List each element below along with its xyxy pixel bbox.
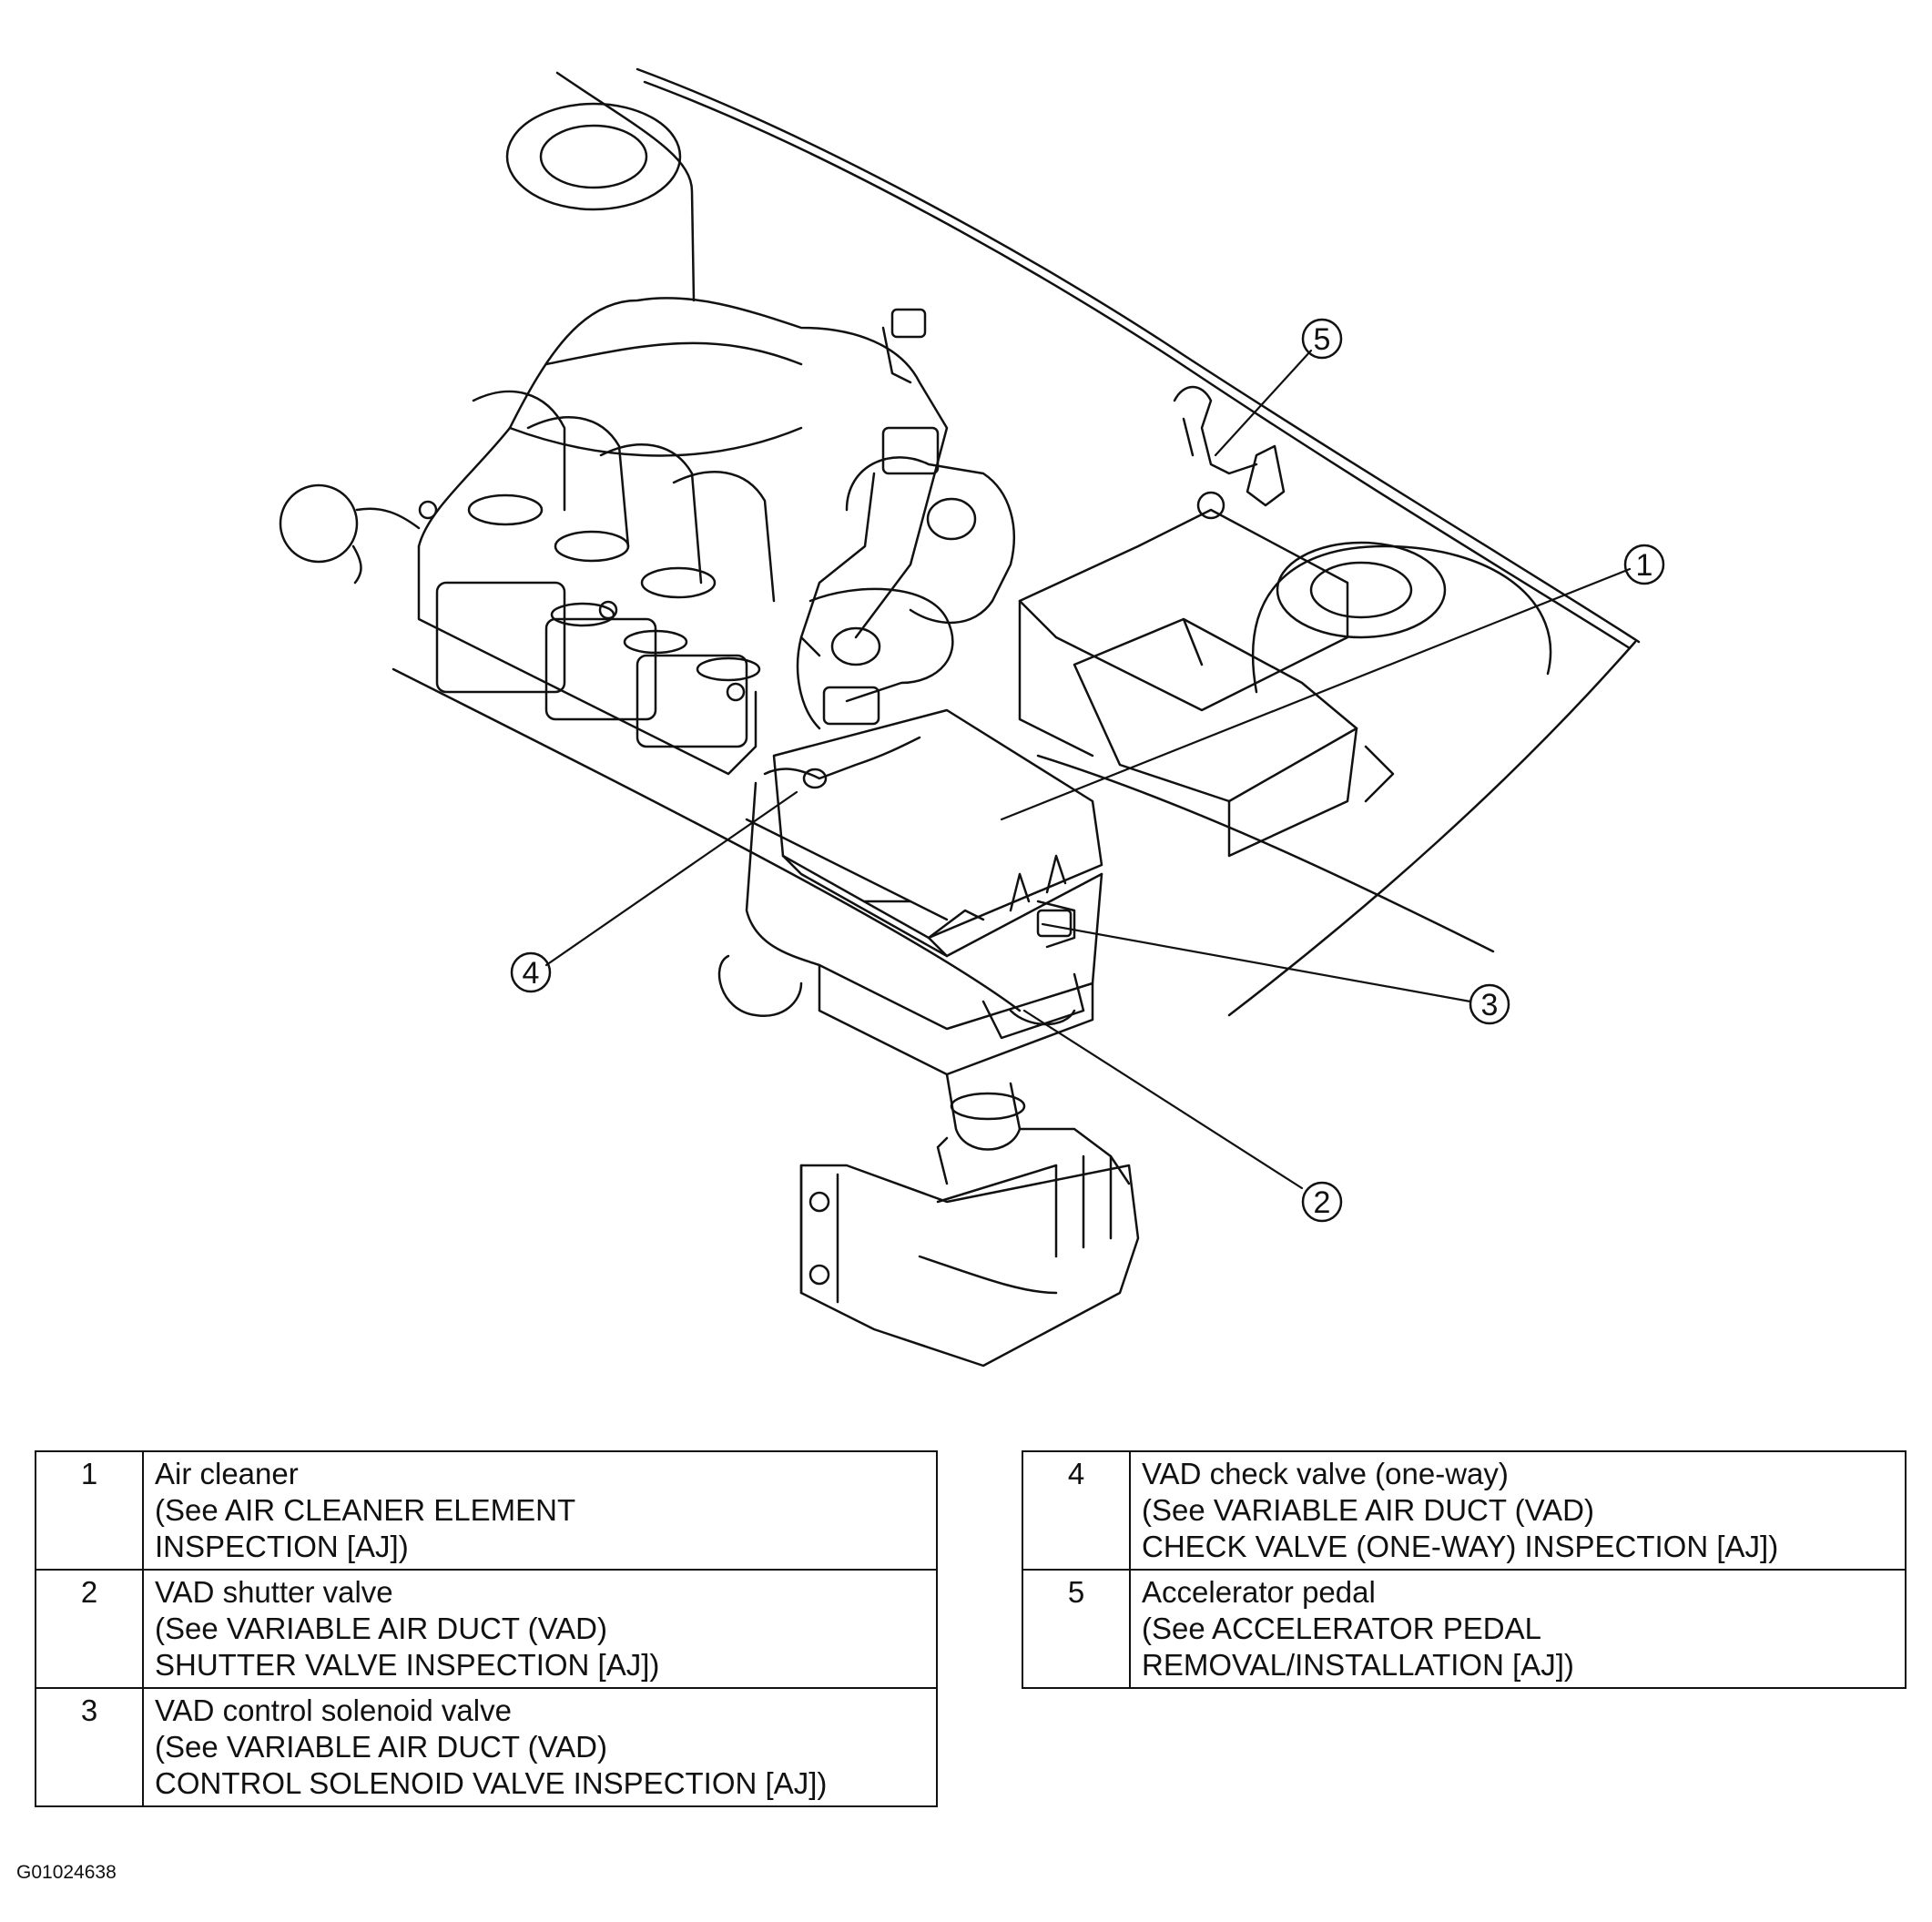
part-description: VAD control solenoid valve (See VARIABLE… (142, 1687, 938, 1807)
part-reference: CONTROL SOLENOID VALVE INSPECTION [AJ]) (155, 1766, 828, 1800)
intake-manifold (417, 297, 949, 776)
callout-3: 3 (1469, 983, 1510, 1025)
part-reference: (See VARIABLE AIR DUCT (VAD) (155, 1730, 607, 1764)
part-reference: CHECK VALVE (ONE-WAY) INSPECTION [AJ]) (1142, 1530, 1779, 1563)
part-number: 1 (35, 1450, 144, 1571)
battery (1018, 491, 1395, 858)
part-reference: (See ACCELERATOR PEDAL (1142, 1612, 1541, 1645)
svg-text:4: 4 (523, 956, 540, 991)
table-row: 2 VAD shutter valve (See VARIABLE AIR DU… (35, 1569, 938, 1689)
intake-elbow (796, 587, 954, 730)
figure-id: G01024638 (16, 1862, 117, 1883)
part-name: Accelerator pedal (1142, 1575, 1376, 1609)
part-name: VAD check valve (one-way) (1142, 1457, 1509, 1490)
svg-text:2: 2 (1314, 1185, 1331, 1220)
throttle-body (799, 426, 1015, 657)
table-row: 4 VAD check valve (one-way) (See VARIABL… (1022, 1450, 1907, 1571)
body-panel-outline (391, 67, 1641, 1017)
callout-5: 5 (1301, 318, 1343, 360)
svg-text:3: 3 (1481, 988, 1499, 1022)
part-reference: REMOVAL/INSTALLATION [AJ]) (1142, 1648, 1574, 1682)
part-reference: (See VARIABLE AIR DUCT (VAD) (1142, 1493, 1594, 1527)
part-name: VAD control solenoid valve (155, 1693, 512, 1727)
right-strut-tower (1251, 541, 1552, 694)
part-name: VAD shutter valve (155, 1575, 393, 1609)
part-reference: INSPECTION [AJ]) (155, 1530, 409, 1563)
vad-check-valve (763, 736, 921, 789)
part-number: 3 (35, 1687, 144, 1807)
part-description: VAD check valve (one-way) (See VARIABLE … (1129, 1450, 1907, 1571)
air-cleaner-box (717, 708, 1103, 1076)
table-row: 3 VAD control solenoid valve (See VARIAB… (35, 1687, 938, 1807)
part-name: Air cleaner (155, 1457, 299, 1490)
part-description: Accelerator pedal (See ACCELERATOR PEDAL… (1129, 1569, 1907, 1689)
left-strut-tower (505, 102, 682, 211)
left-hose-end (279, 483, 421, 585)
part-reference: SHUTTER VALVE INSPECTION [AJ]) (155, 1648, 660, 1682)
parts-table-left: 1 Air cleaner (See AIR CLEANER ELEMENT I… (35, 1450, 938, 1807)
table-row: 5 Accelerator pedal (See ACCELERATOR PED… (1022, 1569, 1907, 1689)
part-description: VAD shutter valve (See VARIABLE AIR DUCT… (142, 1569, 938, 1689)
svg-text:1: 1 (1636, 548, 1653, 583)
table-row: 1 Air cleaner (See AIR CLEANER ELEMENT I… (35, 1450, 938, 1571)
svg-text:5: 5 (1314, 322, 1331, 357)
part-number: 2 (35, 1569, 144, 1689)
accelerator-pedal (1173, 385, 1286, 507)
callout-1: 1 (1623, 544, 1665, 585)
callout-4: 4 (510, 951, 552, 993)
part-description: Air cleaner (See AIR CLEANER ELEMENT INS… (142, 1450, 938, 1571)
leader-lines (544, 349, 1632, 1190)
engine-bay-diagram: 1 2 3 4 5 (279, 67, 1665, 1368)
part-number: 5 (1022, 1569, 1131, 1689)
part-reference: (See AIR CLEANER ELEMENT (155, 1493, 576, 1527)
part-reference: (See VARIABLE AIR DUCT (VAD) (155, 1612, 607, 1645)
part-number: 4 (1022, 1450, 1131, 1571)
parts-table-right: 4 VAD check valve (one-way) (See VARIABL… (1022, 1450, 1907, 1689)
callout-2: 2 (1301, 1181, 1343, 1223)
intake-snorkel (799, 1073, 1140, 1368)
